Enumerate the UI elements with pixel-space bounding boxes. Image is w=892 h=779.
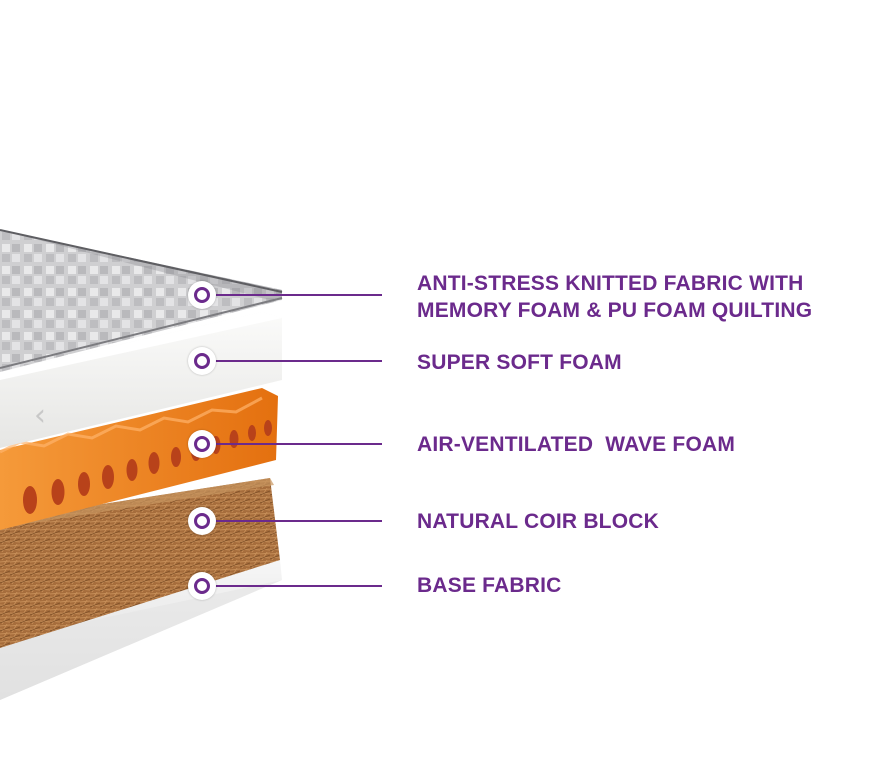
wave-foam-layer <box>0 388 278 530</box>
callout-line-wave-foam <box>214 443 382 445</box>
target-dot-icon <box>188 507 216 535</box>
target-dot-icon <box>188 347 216 375</box>
callout-line-coir-block <box>214 520 382 522</box>
target-dot-icon <box>188 430 216 458</box>
callout-line-knitted-fabric <box>214 294 382 296</box>
label-knitted-fabric-line-1: ANTI-STRESS KNITTED FABRIC WITH MEMORY F… <box>417 272 813 322</box>
callout-line-soft-foam <box>214 360 382 362</box>
callout-line-base-fabric <box>214 585 382 587</box>
chevron-left-icon[interactable]: ‹ <box>34 398 46 433</box>
soft-foam-layer <box>0 312 282 448</box>
target-dot-icon <box>188 281 216 309</box>
label-base-fabric: BASE FABRIC <box>417 574 562 597</box>
label-coir-block: NATURAL COIR BLOCK <box>417 510 659 533</box>
label-knitted-fabric: ANTI-STRESS KNITTED FABRIC WITH MEMORY F… <box>417 270 812 324</box>
label-wave-foam: AIR-VENTILATED WAVE FOAM <box>417 433 736 456</box>
target-dot-icon <box>188 572 216 600</box>
label-soft-foam: SUPER SOFT FOAM <box>417 351 622 374</box>
knitted-fabric-layer <box>0 229 283 372</box>
